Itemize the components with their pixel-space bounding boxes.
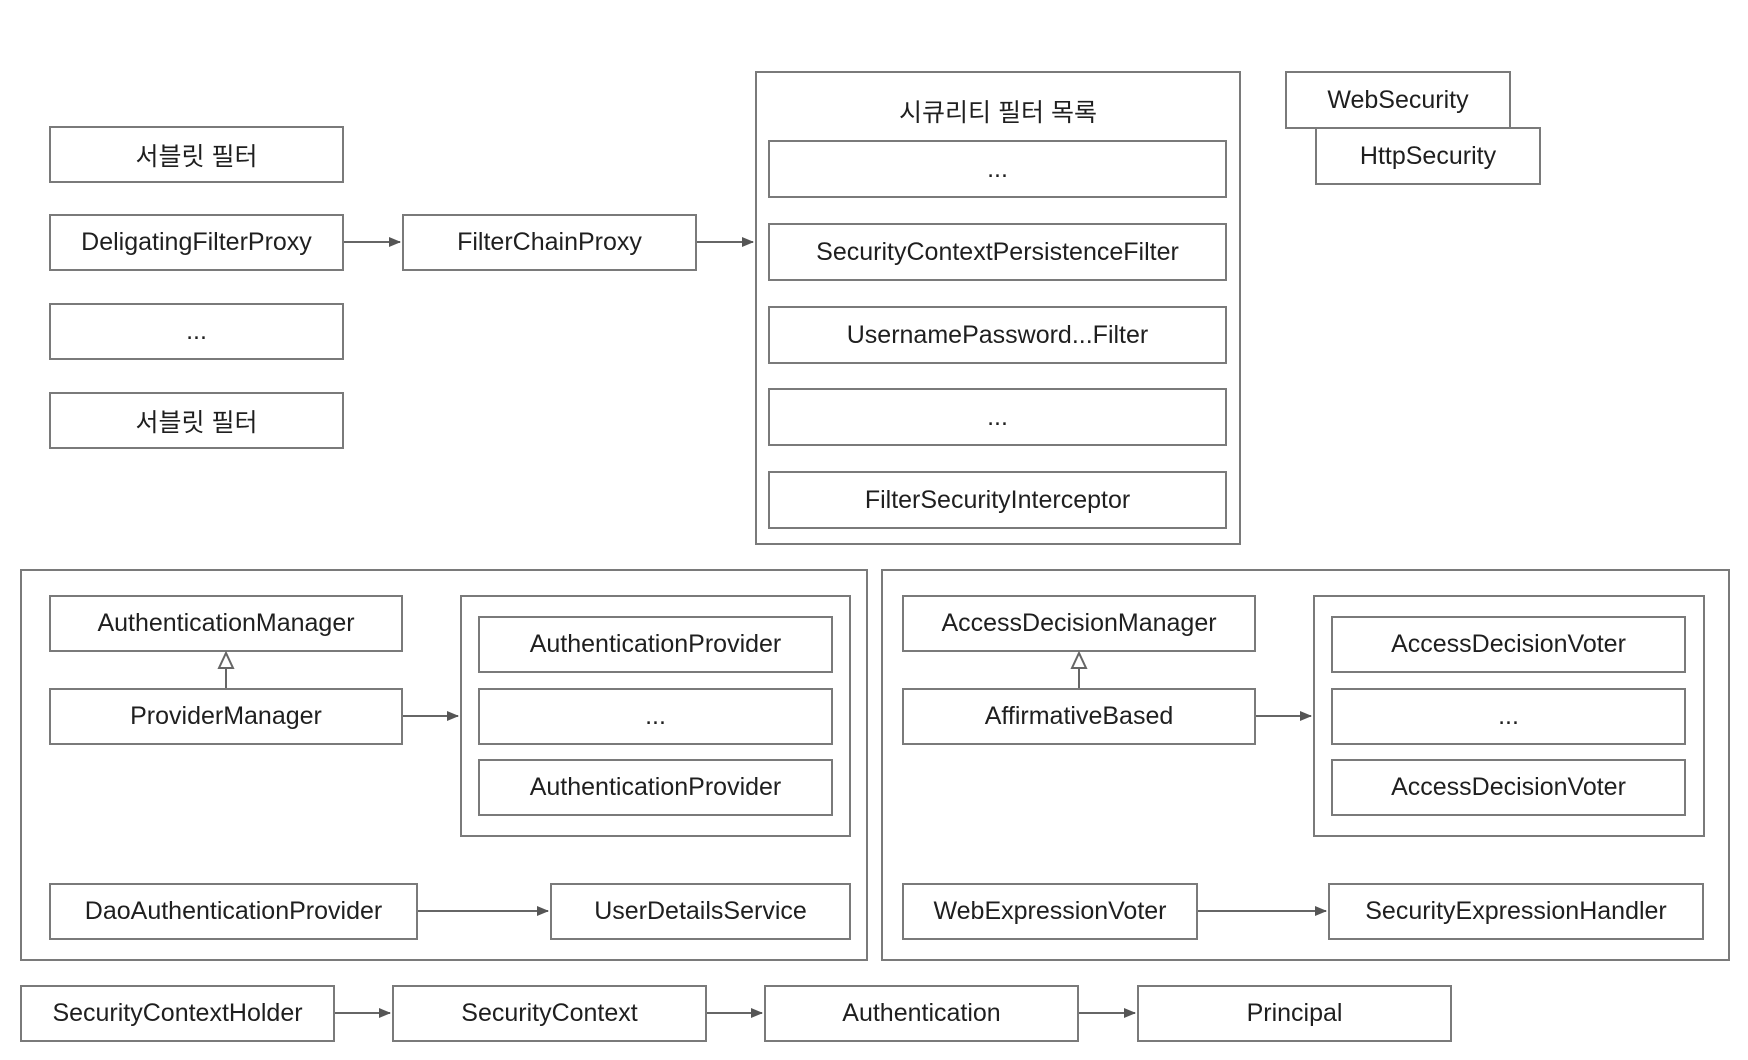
security-filter-list-title: 시큐리티 필터 목록: [899, 99, 1097, 127]
dao-authentication-provider-box: DaoAuthenticationProvider: [49, 883, 418, 940]
authentication-provider-box: AuthenticationProvider: [478, 759, 833, 816]
node-label: SecurityExpressionHandler: [1365, 897, 1667, 925]
authentication-panel: [20, 569, 868, 961]
node-label: ...: [987, 154, 1008, 183]
access-decision-voters-group: [1313, 595, 1705, 837]
node-label: ...: [645, 702, 666, 730]
provider-manager-box: ProviderManager: [49, 688, 403, 745]
security-context-holder-box: SecurityContextHolder: [20, 985, 335, 1042]
access-decision-manager-box: AccessDecisionManager: [902, 595, 1256, 652]
security-context-box: SecurityContext: [392, 985, 707, 1042]
authentication-manager-box: AuthenticationManager: [49, 595, 403, 652]
authentication-providers-group: [460, 595, 851, 837]
authentication-provider-box: AuthenticationProvider: [478, 616, 833, 673]
node-label: FilterChainProxy: [457, 228, 642, 256]
security-filter-item: UsernamePassword...Filter: [768, 306, 1227, 364]
node-label: ...: [186, 317, 207, 345]
access-decision-voter-ellipsis-box: ...: [1331, 688, 1686, 745]
node-label: WebExpressionVoter: [933, 897, 1167, 925]
authentication-box: Authentication: [764, 985, 1079, 1042]
authorization-panel: [881, 569, 1730, 961]
security-filter-item: ...: [768, 140, 1227, 198]
node-label: AffirmativeBased: [984, 702, 1174, 730]
node-label: ...: [987, 402, 1008, 431]
security-filter-item: ...: [768, 388, 1227, 446]
user-details-service-box: UserDetailsService: [550, 883, 851, 940]
node-label: 서블릿 필터: [135, 408, 258, 437]
security-filter-item: SecurityContextPersistenceFilter: [768, 223, 1227, 281]
security-filter-item: FilterSecurityInterceptor: [768, 471, 1227, 529]
servlet-filter-ellipsis-box: ...: [49, 303, 344, 360]
node-label: SecurityContextHolder: [52, 999, 303, 1027]
filter-chain-proxy-box: FilterChainProxy: [402, 214, 697, 271]
web-expression-voter-box: WebExpressionVoter: [902, 883, 1198, 940]
web-security-box: WebSecurity: [1285, 71, 1511, 129]
node-label: AccessDecisionManager: [941, 609, 1217, 637]
node-label: Authentication: [842, 999, 1001, 1027]
node-label: ...: [1498, 702, 1519, 730]
principal-box: Principal: [1137, 985, 1452, 1042]
node-label: AccessDecisionVoter: [1391, 773, 1626, 801]
node-label: FilterSecurityInterceptor: [864, 485, 1131, 514]
node-label: SecurityContext: [461, 999, 638, 1027]
node-label: HttpSecurity: [1359, 141, 1497, 170]
node-label: 서블릿 필터: [135, 142, 258, 171]
delegating-filter-proxy-box: DeligatingFilterProxy: [49, 214, 344, 271]
node-label: UserDetailsService: [594, 897, 807, 925]
node-label: ProviderManager: [130, 702, 322, 730]
node-label: AccessDecisionVoter: [1391, 630, 1626, 658]
node-label: AuthenticationManager: [97, 609, 355, 637]
access-decision-voter-box: AccessDecisionVoter: [1331, 616, 1686, 673]
node-label: AuthenticationProvider: [529, 630, 782, 658]
affirmative-based-box: AffirmativeBased: [902, 688, 1256, 745]
node-label: SecurityContextPersistenceFilter: [816, 237, 1179, 266]
access-decision-voter-box: AccessDecisionVoter: [1331, 759, 1686, 816]
node-label: AuthenticationProvider: [529, 773, 782, 801]
node-label: WebSecurity: [1327, 85, 1469, 114]
authentication-provider-ellipsis-box: ...: [478, 688, 833, 745]
node-label: DeligatingFilterProxy: [81, 228, 312, 256]
node-label: Principal: [1246, 999, 1343, 1027]
security-expression-handler-box: SecurityExpressionHandler: [1328, 883, 1704, 940]
http-security-box: HttpSecurity: [1315, 127, 1541, 185]
servlet-filter-box: 서블릿 필터: [49, 392, 344, 449]
security-filter-list-container: 시큐리티 필터 목록: [755, 71, 1241, 545]
servlet-filter-box: 서블릿 필터: [49, 126, 344, 183]
node-label: DaoAuthenticationProvider: [84, 897, 383, 925]
node-label: UsernamePassword...Filter: [846, 320, 1149, 349]
